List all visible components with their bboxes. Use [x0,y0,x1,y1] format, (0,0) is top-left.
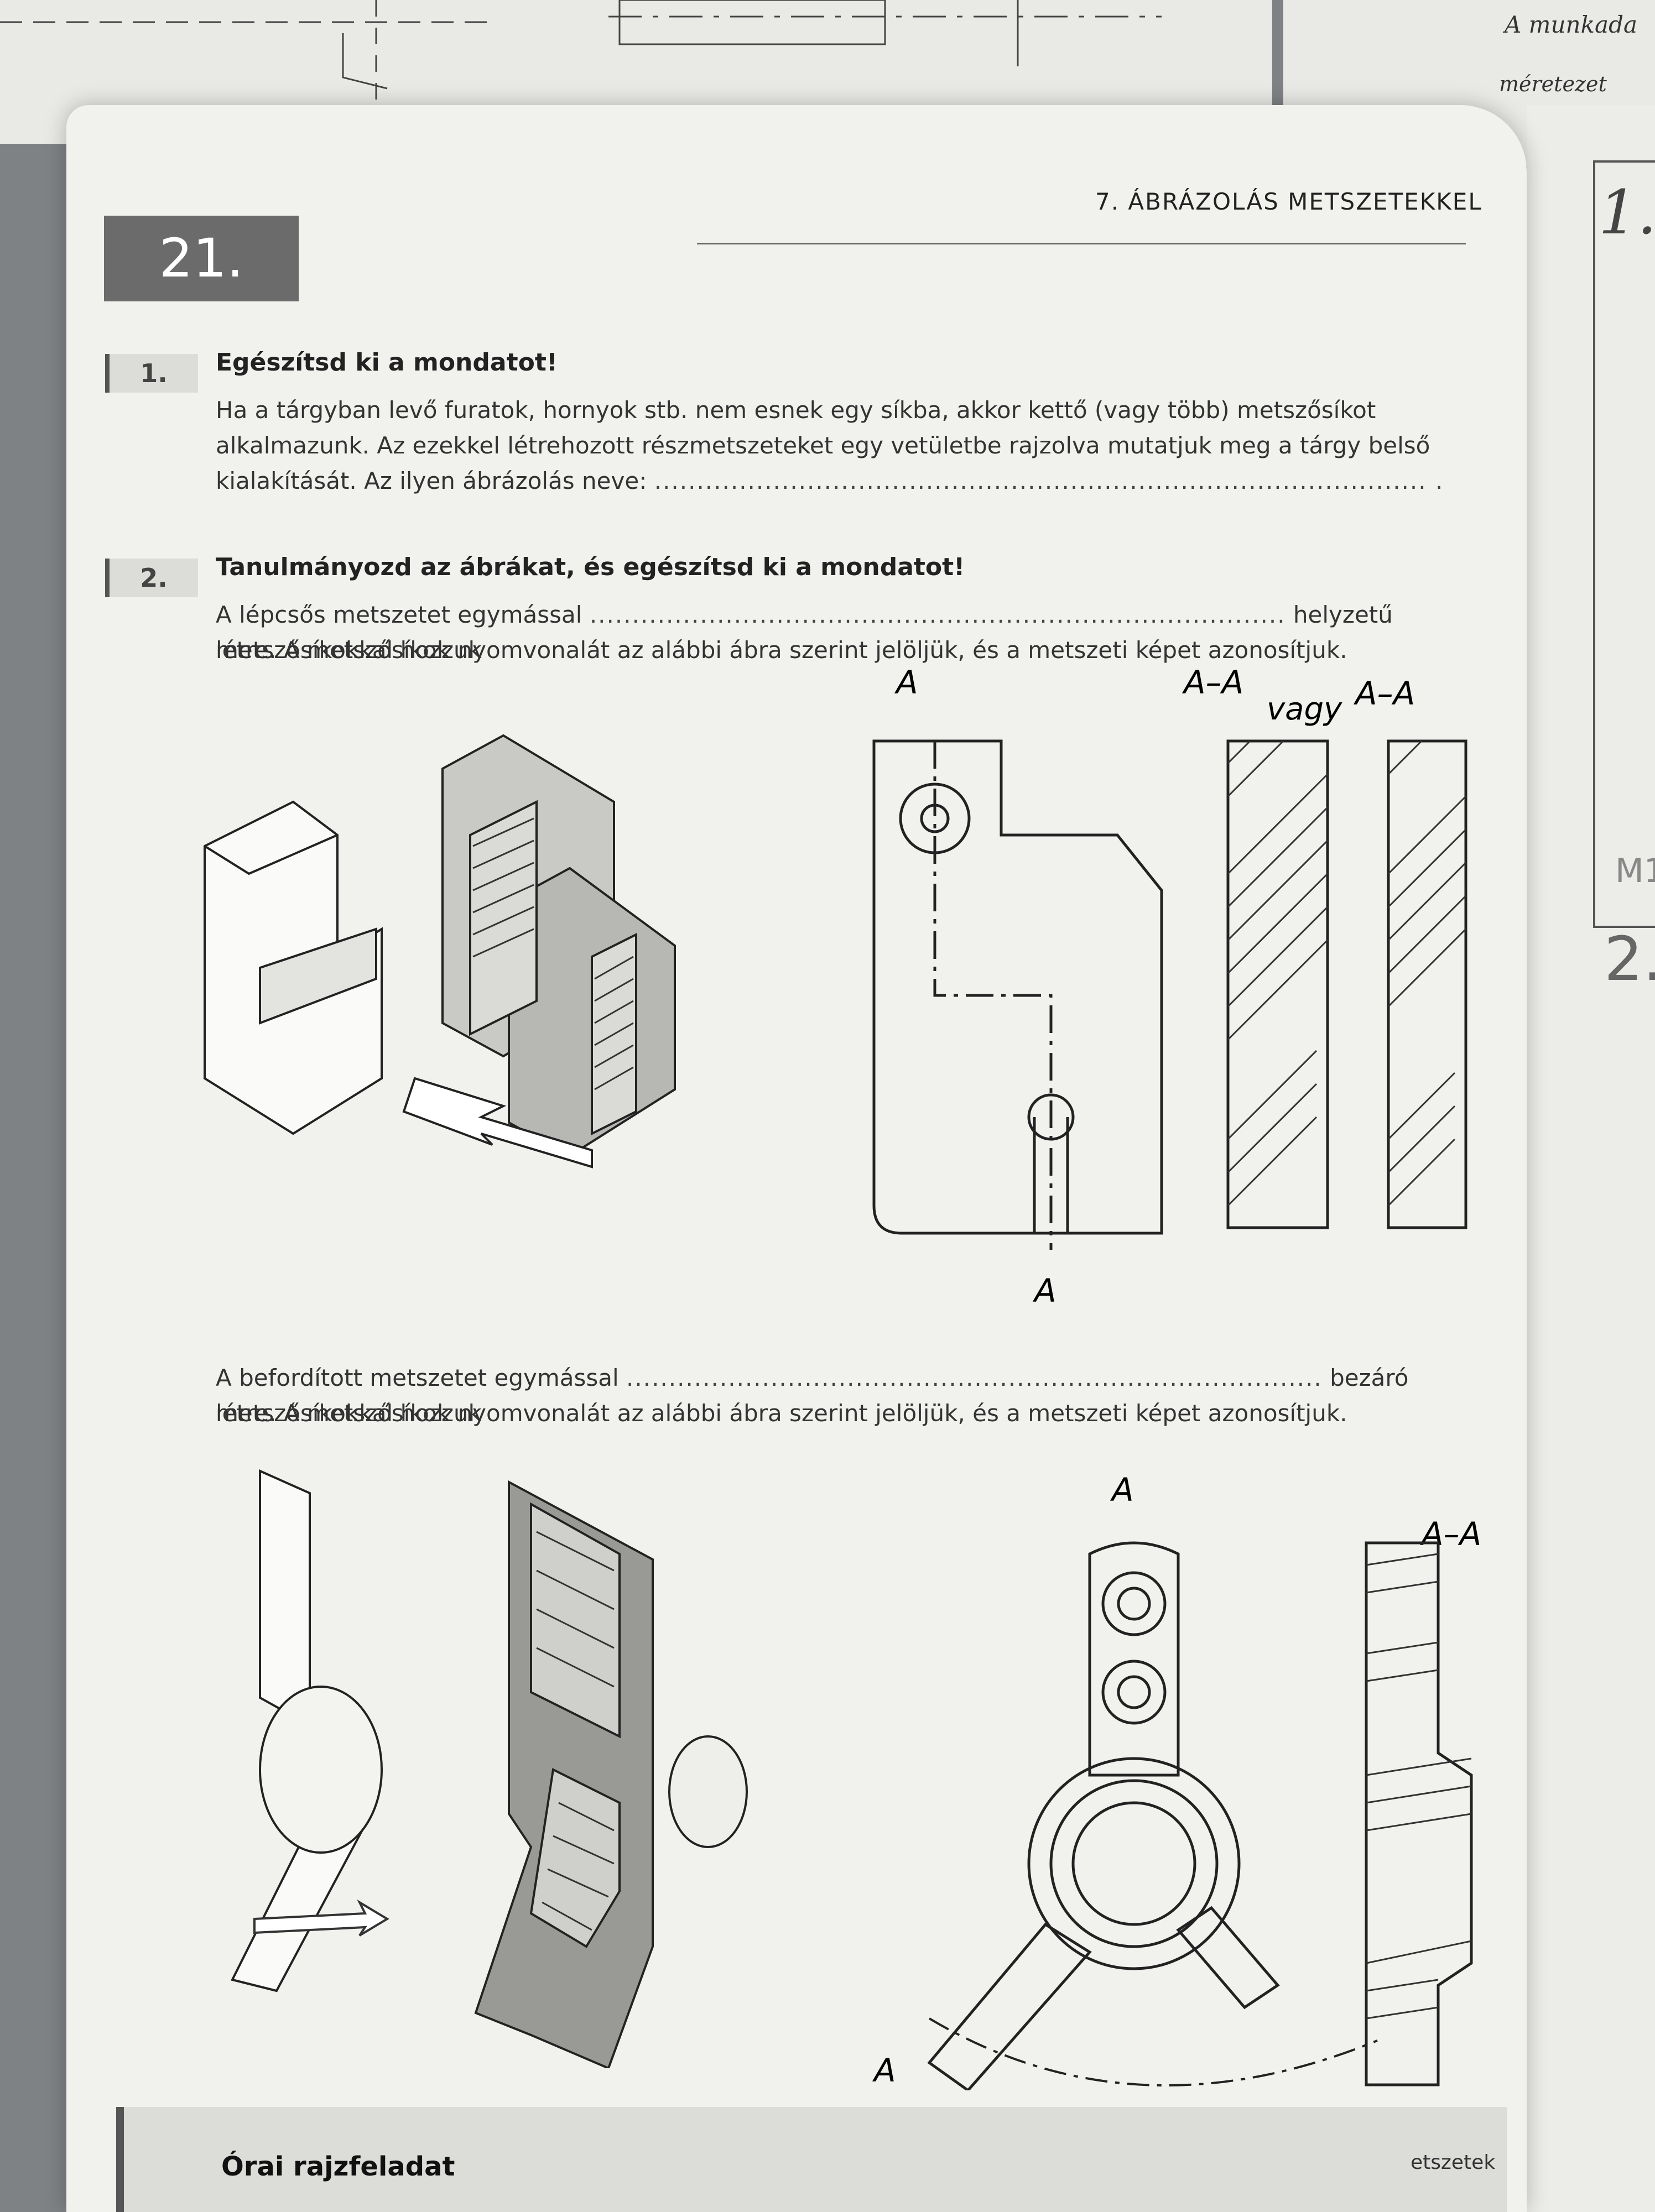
task-2-rotated-line-2: létre. A metszősíkok nyomvonalát az aláb… [216,1400,1347,1427]
task-1-text-line-2: alkalmazunk. Az ezekkel létrehozott rész… [216,432,1430,459]
rotated-section-isometric-figure [231,1469,748,2068]
task-1-answer-blank[interactable]: ........................................… [654,467,1444,494]
rotated-answer-blank[interactable]: ........................................… [626,1364,1323,1391]
rotated-cut-label-top: A [1112,1471,1134,1509]
handwriting-note-2: méretezet [1499,72,1607,96]
right-page-number-1: 1. [1599,177,1655,248]
right-page-box-1 [1593,160,1655,928]
stepped-sentence-start: A lépcsős metszetet egymással [216,601,582,628]
right-page-label-m1: M1 [1615,852,1655,890]
rotated-cut-label-bottom: A [874,2052,896,2089]
rotated-sentence-end: bezáró metszősíkokkal hozzuk [216,1364,1409,1427]
task-2-stepped-line-2: létre. A metszősíkok nyomvonalát az aláb… [216,637,1347,664]
section-label-2: A–A [1355,675,1415,712]
task-2-title: Tanulmányozd az ábrákat, és egészítsd ki… [216,553,965,581]
right-page-edge: 1. M1 2. [1527,105,1655,2212]
task-1-number: 1. [105,354,198,393]
section-label-1: A–A [1184,664,1244,701]
footer-corner-text: etszetek [1411,2151,1496,2174]
rotated-sentence-start: A befordított metszetet egymással [216,1364,619,1391]
stepped-answer-blank[interactable]: ........................................… [589,601,1286,628]
task-2-rotated-line-1: A befordított metszetet egymással ......… [216,1360,1527,1431]
footer-title: Órai rajzfeladat [221,2151,455,2182]
stepped-sentence-end: helyzetű metszősíkokkal hozzuk [216,601,1393,664]
footer-bar [116,2107,1507,2212]
stepped-section-isometric-figure [204,734,676,1168]
workbook-page: 21. 7. ÁBRÁZOLÁS METSZETEKKEL 1. Egészít… [66,105,1527,2212]
task-1-title: Egészítsd ki a mondatot! [216,348,558,377]
stepped-section-orthographic-figure [872,739,1467,1250]
task-1-prompt: kialakítását. Az ilyen ábrázolás neve: [216,467,647,494]
cut-label-top: A [896,664,918,701]
or-label: vagy [1267,691,1342,727]
rotated-section-label: A–A [1422,1515,1482,1553]
background-drawing [0,0,1162,100]
cut-label-bottom: A [1034,1272,1057,1310]
task-2-stepped-line-1: A lépcsős metszetet egymással ..........… [216,597,1527,668]
task-2-number: 2. [105,559,198,597]
task-1-text-line-1: Ha a tárgyban levő furatok, hornyok stb.… [216,397,1376,424]
lesson-number-box: 21. [104,216,299,301]
rotated-section-orthographic-figure [927,1541,1473,2090]
chapter-rule [697,243,1466,244]
chapter-title: 7. ÁBRÁZOLÁS METSZETEKKEL [1095,188,1482,215]
task-1-text-line-3: kialakítását. Az ilyen ábrázolás neve: .… [216,463,1444,499]
right-page-number-2: 2. [1604,924,1655,994]
handwriting-note-1: A munkada [1505,11,1638,38]
